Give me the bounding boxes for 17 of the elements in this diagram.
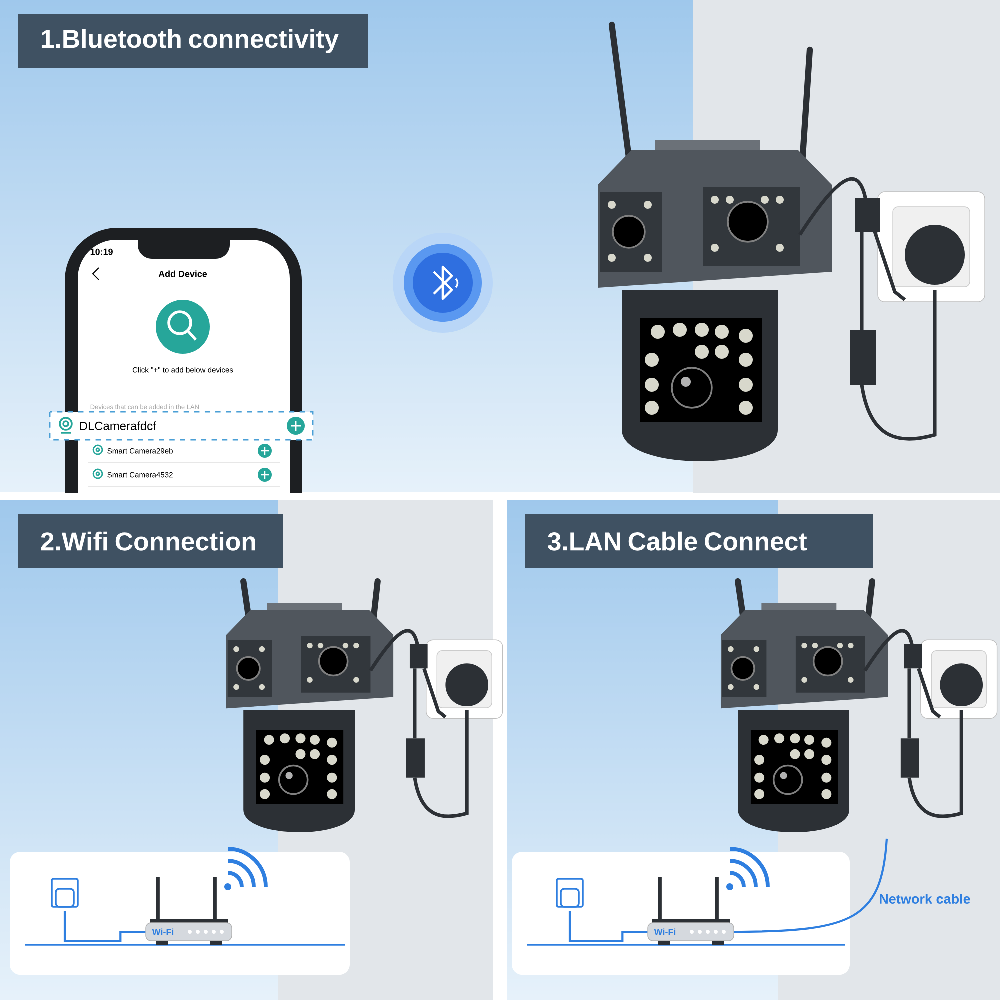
- status-time: 10:19: [90, 248, 113, 256]
- title-banner: 3.LAN Cable Connect: [525, 514, 874, 568]
- title-banner: 1.Bluetooth connectivity: [18, 14, 368, 68]
- cable-line: [568, 911, 648, 942]
- camera-drawing: [720, 578, 998, 833]
- title-banner: 2.Wifi Connection: [18, 514, 284, 568]
- cable-line: [64, 911, 146, 942]
- router-drawing: Wi-Fi: [146, 847, 268, 945]
- camera-drawing: [226, 578, 504, 833]
- screen-title: Add Device: [158, 270, 208, 278]
- power-adapter-icon: [51, 878, 79, 908]
- cable-line: [734, 838, 888, 934]
- router-drawing: Wi-Fi: [648, 847, 770, 945]
- edge-label: Network cable: [880, 894, 970, 904]
- camera-drawing: [598, 22, 986, 462]
- power-adapter-icon: [556, 878, 584, 908]
- highlighted-list-item: DLCamerafdcf: [49, 411, 314, 441]
